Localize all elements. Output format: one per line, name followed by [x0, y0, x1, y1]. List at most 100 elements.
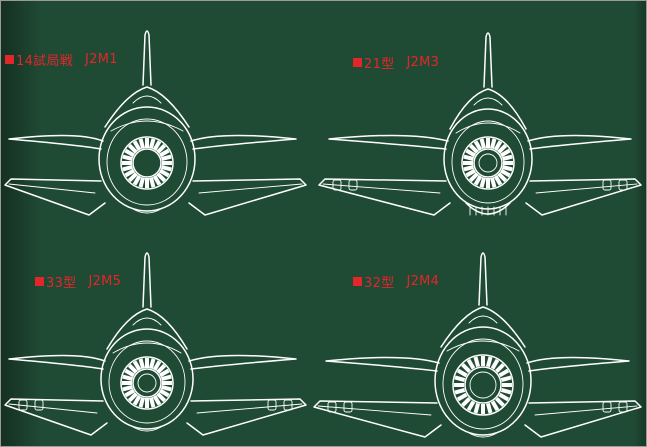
tailplane-right [190, 134, 297, 150]
caption-model: J2M5 [88, 274, 122, 289]
fan-blade [132, 394, 142, 406]
fan-blade [138, 358, 146, 370]
wing-panel-line [322, 183, 441, 194]
fan-blade [145, 138, 149, 148]
caption-variant: 21型 [364, 57, 395, 72]
cooling-fan-ring [452, 354, 514, 416]
aircraft-j2m3 [318, 32, 642, 216]
caption-model: J2M4 [406, 274, 440, 289]
fan-blade [156, 172, 167, 183]
caption-variant: 14試局戦 [16, 54, 74, 69]
engine-cowling [434, 326, 532, 436]
tailplane-right [188, 354, 297, 370]
fan-blade [454, 387, 466, 395]
fan-blade [461, 363, 471, 373]
cooling-fan-ring [120, 136, 174, 190]
canopy [104, 86, 190, 128]
fan-blade [473, 402, 481, 414]
fan-blade [160, 154, 172, 162]
wing-right [186, 398, 307, 436]
propeller-hub [464, 366, 502, 404]
fan-blade [127, 143, 138, 154]
page-shadow-right [634, 1, 646, 446]
fan-blade [473, 140, 483, 152]
fan-blade [160, 384, 172, 392]
gun-fairing [283, 399, 293, 411]
chin-fairing [468, 432, 498, 438]
wing-panel-line [317, 405, 432, 416]
fan-blade [490, 358, 500, 370]
aircraft-j2m1 [4, 30, 307, 216]
cowl-flap [112, 342, 182, 354]
wing-panel-line [198, 183, 303, 194]
caption-j2m1: 14試局戦 J2M1 [5, 50, 118, 69]
caption-model: J2M1 [85, 52, 118, 67]
fan-blade [132, 174, 142, 186]
fan-blade [162, 381, 172, 385]
spinner [478, 153, 498, 173]
gun-fairing [602, 179, 612, 191]
tailplane-left [325, 356, 440, 372]
gun-fairing [618, 179, 628, 191]
wing-right [524, 400, 642, 438]
fan-blade [466, 400, 476, 412]
tailplane-left [8, 134, 104, 150]
propeller-hub [132, 148, 162, 178]
fan-blade [145, 358, 149, 368]
engine-cowling [443, 108, 533, 210]
fan-blade [156, 363, 167, 374]
fan-blade [468, 172, 479, 183]
vertical-fin [142, 252, 152, 308]
fan-blade [127, 392, 138, 403]
chin-fairing [132, 208, 162, 214]
fan-blade [124, 388, 136, 398]
fan-blade [500, 387, 512, 395]
fan-blade [138, 396, 146, 408]
windscreen [132, 95, 162, 104]
fan-blade [503, 161, 513, 165]
fan-blade [162, 161, 172, 165]
cowl-lip [108, 340, 186, 424]
fan-blade [463, 161, 473, 165]
fan-blade [148, 396, 156, 408]
fan-blade [481, 404, 485, 414]
chin-fairing [132, 426, 162, 432]
caption-marker [5, 55, 14, 64]
fan-blade [500, 375, 512, 383]
windscreen [468, 315, 498, 324]
fan-blade [473, 174, 483, 186]
fan-blade [158, 168, 170, 178]
gun-fairing [348, 179, 358, 191]
tailplane-right [526, 356, 630, 372]
fan-blade [481, 356, 485, 366]
fan-blade [454, 375, 466, 383]
wing-left [4, 178, 106, 216]
fan-blade [148, 358, 156, 370]
propeller-hub [473, 148, 503, 178]
fan-blade [463, 154, 475, 162]
windscreen [473, 97, 503, 106]
gun-fairing [34, 399, 44, 411]
cowl-lip [451, 120, 525, 204]
fan-blade [489, 176, 497, 188]
gun-fairing [602, 401, 612, 413]
wing-panel-line [8, 403, 98, 414]
wing-left [313, 400, 442, 438]
gun-fairing [618, 401, 628, 413]
spinner [137, 373, 157, 393]
fan-blade [479, 138, 487, 150]
tailplane-left [8, 354, 106, 370]
cooling-fan-ring [461, 136, 515, 190]
fan-blade [489, 138, 497, 150]
canopy [449, 88, 527, 130]
fan-blade [499, 148, 511, 158]
fan-blade [127, 363, 138, 374]
windscreen [132, 317, 162, 326]
gun-fairing [332, 179, 342, 191]
fan-blade [501, 154, 513, 162]
fan-blade [158, 388, 170, 398]
fan-blade [152, 174, 162, 186]
fan-blade [152, 394, 162, 406]
fan-blade [132, 360, 142, 372]
